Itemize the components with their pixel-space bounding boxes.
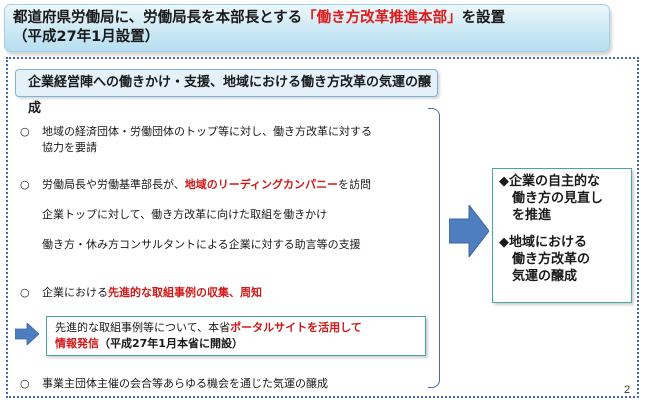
result-text: 企業の自主的な	[509, 174, 601, 189]
list-item-text: 企業における	[42, 286, 108, 299]
list-item-1: ○ 地域の経済団体・労働団体のトップ等に対し、働き方改革に対する	[20, 124, 372, 140]
bracket-divider	[428, 108, 440, 388]
portal-line-1: 先進的な取組事例等について、本省ポータルサイトを活用して	[55, 320, 417, 336]
portal-info-box: 先進的な取組事例等について、本省ポータルサイトを活用して 情報発信（平成27年1…	[46, 316, 426, 356]
content-frame	[6, 57, 639, 398]
section-heading: 企業経営陣への働きかけ・支援、地域における働き方改革の気運の醸成	[15, 69, 438, 116]
title-banner: 都道府県労働局に、労働局長を本部長とする「働き方改革推進本部」を設置 （平成27…	[4, 4, 610, 52]
list-item-highlight: 先進的な取組事例の収集、周知	[108, 286, 262, 299]
result-text: 働き方改革の	[512, 252, 591, 267]
bullet-icon: ○	[20, 178, 30, 191]
result-item-1: ◆企業の自主的な 働き方の見直し を推進	[499, 173, 625, 224]
list-item-text: 労働局長や労働基準部長が、	[42, 178, 185, 191]
result-text: 気運の醸成	[512, 269, 578, 284]
portal-text: 先進的な取組事例等について、本省	[55, 321, 231, 334]
portal-date-note: （平成27年1月本省に開設）	[99, 337, 243, 350]
list-item-2: ○ 労働局長や労働基準部長が、地域のリーディングカンパニーを訪問	[20, 177, 371, 193]
list-item-text-end: を訪問	[338, 178, 372, 191]
result-text: を推進	[512, 208, 552, 223]
portal-highlight: 情報発信	[55, 337, 99, 350]
page-subtitle: （平成27年1月設置）	[13, 29, 160, 45]
list-item-text: 地域の経済団体・労働団体のトップ等に対し、働き方改革に対する	[42, 125, 372, 138]
title-text-end: を設置	[461, 10, 506, 26]
portal-line-2: 情報発信（平成27年1月本省に開設）	[55, 336, 417, 352]
list-sub-item: 働き方・休み方コンサルタントによる企業に対する助言等の支援	[42, 238, 361, 251]
bullet-icon: ○	[20, 377, 30, 390]
portal-highlight: ポータルサイトを活用して	[230, 321, 362, 334]
list-item-4: ○ 事業主団体主催の会合等あらゆる機会を通じた気運の醸成	[20, 376, 328, 392]
bullet-icon: ○	[20, 286, 30, 299]
right-arrow-icon	[15, 323, 39, 345]
page-title: 都道府県労働局に、労働局長を本部長とする「働き方改革推進本部」を設置	[13, 9, 601, 28]
list-item-1-cont: 協力を要請	[42, 141, 97, 154]
page-number: 2	[624, 384, 631, 396]
diamond-icon: ◆	[499, 174, 509, 189]
bullet-icon: ○	[20, 125, 30, 138]
list-sub-item: 企業トップに対して、働き方改革に向けた取組を働きかけ	[42, 208, 328, 221]
list-item-3: ○ 企業における先進的な取組事例の収集、周知	[20, 285, 262, 301]
list-item-text: 事業主団体主催の会合等あらゆる機会を通じた気運の醸成	[42, 377, 328, 390]
diamond-icon: ◆	[499, 235, 509, 250]
right-arrow-icon	[449, 205, 489, 257]
result-text: 働き方の見直し	[512, 191, 604, 206]
result-item-2: ◆地域における 働き方改革の 気運の醸成	[499, 234, 625, 285]
title-highlight: 「働き方改革推進本部」	[302, 10, 462, 26]
title-text: 都道府県労働局に、労働局長を本部長とする	[13, 10, 303, 26]
result-text: 地域における	[509, 235, 588, 250]
list-item-highlight: 地域のリーディングカンパニー	[184, 178, 339, 191]
result-box: ◆企業の自主的な 働き方の見直し を推進 ◆地域における 働き方改革の 気運の醸…	[492, 168, 632, 303]
